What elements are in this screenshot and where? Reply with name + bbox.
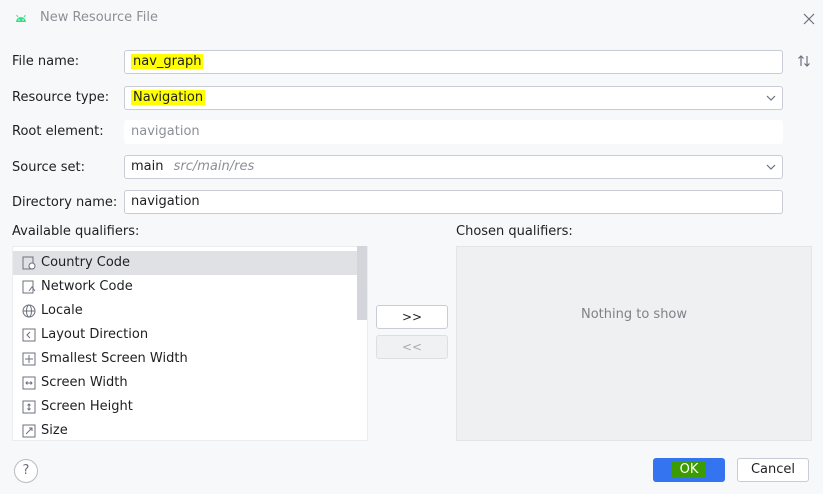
add-qualifier-button[interactable]: >>: [376, 305, 448, 329]
list-item[interactable]: Screen Width: [13, 371, 357, 395]
resource-type-select[interactable]: Navigation: [124, 86, 783, 110]
file-name-value: nav_graph: [131, 54, 204, 69]
available-qualifiers-list[interactable]: Country Code Network Code Locale Layout …: [12, 246, 368, 441]
source-set-label: Source set:: [12, 160, 86, 175]
resource-type-label: Resource type:: [12, 90, 110, 105]
ok-label: OK: [671, 462, 707, 477]
source-set-select[interactable]: main src/main/res: [124, 155, 783, 179]
list-item-label: Screen Width: [41, 375, 128, 390]
root-element-label: Root element:: [12, 124, 104, 139]
close-icon[interactable]: [800, 10, 818, 28]
file-name-input[interactable]: nav_graph: [124, 50, 783, 74]
source-set-path: src/main/res: [173, 159, 255, 174]
chosen-qualifiers-list[interactable]: Nothing to show: [456, 246, 812, 441]
size-icon: [22, 424, 36, 438]
chosen-qualifiers-label: Chosen qualifiers:: [456, 224, 573, 239]
list-item[interactable]: Size: [13, 419, 357, 440]
list-item[interactable]: Smallest Screen Width: [13, 347, 357, 371]
screen-width-icon: [22, 376, 36, 390]
title-bar: New Resource File: [0, 0, 823, 38]
list-scrollbar[interactable]: [357, 246, 367, 320]
list-item[interactable]: Network Code: [13, 275, 357, 299]
available-qualifiers-label: Available qualifiers:: [12, 224, 140, 239]
dialog-title: New Resource File: [40, 10, 158, 25]
resource-type-value: Navigation: [131, 90, 206, 105]
list-item-label: Size: [41, 423, 68, 438]
list-item[interactable]: Layout Direction: [13, 323, 357, 347]
list-item-label: Screen Height: [41, 399, 133, 414]
empty-state-text: Nothing to show: [580, 307, 688, 322]
android-icon: [16, 14, 26, 22]
list-item-label: Smallest Screen Width: [41, 351, 188, 366]
help-button[interactable]: ?: [14, 459, 38, 483]
list-item-label: Country Code: [41, 255, 131, 270]
file-name-label: File name:: [12, 54, 80, 69]
globe-icon: [22, 304, 36, 318]
ok-button[interactable]: OK: [653, 458, 725, 482]
directory-name-label: Directory name:: [12, 195, 118, 210]
smallest-width-icon: [22, 352, 36, 366]
root-element-value: navigation: [131, 124, 200, 139]
list-item-label: Layout Direction: [41, 327, 149, 342]
root-element-input: navigation: [124, 120, 783, 144]
list-item[interactable]: Country Code: [13, 251, 357, 275]
layout-direction-icon: [22, 328, 36, 342]
list-item[interactable]: Locale: [13, 299, 357, 323]
screen-height-icon: [22, 400, 36, 414]
list-item-label: Network Code: [41, 279, 133, 294]
directory-name-input[interactable]: navigation: [124, 190, 783, 214]
directory-name-value: navigation: [131, 194, 200, 209]
chevron-down-icon: [766, 164, 776, 170]
source-set-value: main: [131, 159, 164, 174]
network-code-icon: [22, 280, 36, 294]
chevron-down-icon: [766, 95, 776, 101]
list-item-label: Locale: [41, 303, 83, 318]
cancel-button[interactable]: Cancel: [737, 458, 809, 482]
remove-qualifier-button[interactable]: <<: [376, 335, 448, 359]
list-item[interactable]: Screen Height: [13, 395, 357, 419]
country-code-icon: [22, 256, 36, 270]
sort-icon[interactable]: [796, 53, 812, 69]
